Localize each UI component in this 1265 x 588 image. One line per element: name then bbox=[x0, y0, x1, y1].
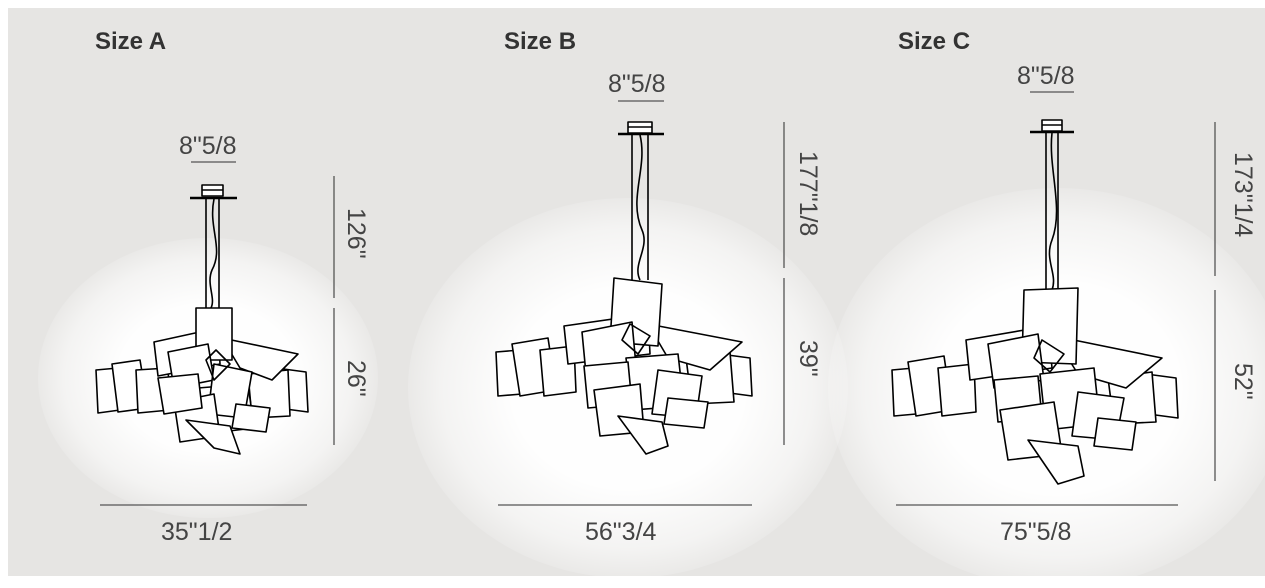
size-c-diameter: 75"5/8 bbox=[1000, 518, 1072, 546]
dimension-drawing bbox=[95, 91, 1216, 506]
size-a-lamp bbox=[95, 184, 309, 455]
drawing-canvas: Size A Size B Size C 8"5/8 8"5/8 8"5/8 3… bbox=[8, 8, 1265, 588]
size-c-lamp bbox=[891, 119, 1179, 485]
size-a-canopy bbox=[190, 184, 237, 200]
size-c-shade bbox=[891, 287, 1179, 485]
size-c-canopy-width: 8"5/8 bbox=[1017, 62, 1075, 90]
size-b-canopy bbox=[618, 121, 664, 136]
size-b-lamp bbox=[495, 121, 753, 455]
size-a-diameter: 35"1/2 bbox=[161, 518, 233, 546]
size-b-title: Size B bbox=[504, 28, 577, 55]
size-c-stem bbox=[1045, 132, 1059, 291]
size-b-stem bbox=[631, 134, 649, 281]
size-b-diameter: 56"3/4 bbox=[585, 518, 657, 546]
size-a-stem bbox=[205, 198, 220, 309]
size-a-title: Size A bbox=[95, 28, 167, 55]
size-c-title: Size C bbox=[898, 28, 971, 55]
size-b-canopy-width: 8"5/8 bbox=[608, 70, 666, 98]
size-b-shade bbox=[495, 277, 753, 455]
size-a-canopy-width: 8"5/8 bbox=[179, 132, 237, 160]
size-c-canopy bbox=[1030, 119, 1074, 134]
size-a-shade bbox=[95, 307, 309, 455]
dimension-lines bbox=[100, 91, 1216, 506]
